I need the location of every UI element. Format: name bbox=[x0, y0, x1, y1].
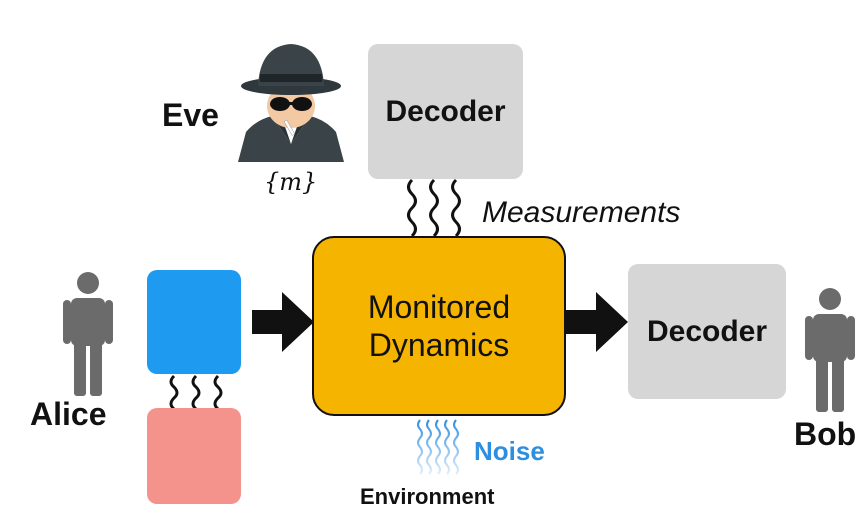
core-label-line2: Dynamics bbox=[368, 327, 510, 363]
message-set-label: {m} bbox=[264, 168, 318, 196]
noise-wave-icon bbox=[417, 419, 459, 475]
alice-blue-qubit bbox=[147, 270, 241, 374]
core-label-line1: Monitored bbox=[367, 289, 511, 325]
bob-person-icon bbox=[805, 288, 855, 412]
alice-person-icon bbox=[63, 272, 113, 396]
monitored-dynamics-box: Monitored Dynamics bbox=[312, 236, 566, 416]
noise-label: Noise bbox=[474, 436, 545, 466]
measurements-label: Measurements bbox=[482, 196, 681, 229]
alice-label: Alice bbox=[30, 396, 107, 432]
entanglement-links bbox=[169, 374, 223, 411]
top-decoder-label: Decoder bbox=[385, 94, 506, 128]
bob-label: Bob bbox=[794, 416, 857, 452]
right-decoder-label: Decoder bbox=[646, 314, 768, 348]
right-decoder-box: Decoder bbox=[628, 264, 786, 399]
arrow-right-icon bbox=[566, 292, 628, 352]
arrow-right-icon bbox=[252, 292, 314, 352]
spy-icon bbox=[238, 44, 344, 162]
eve-label: Eve bbox=[162, 97, 219, 133]
alice-red-qubit bbox=[147, 408, 241, 504]
top-decoder-box: Decoder bbox=[368, 44, 523, 179]
environment-label: Environment bbox=[360, 484, 495, 509]
measurement-links bbox=[407, 178, 461, 238]
